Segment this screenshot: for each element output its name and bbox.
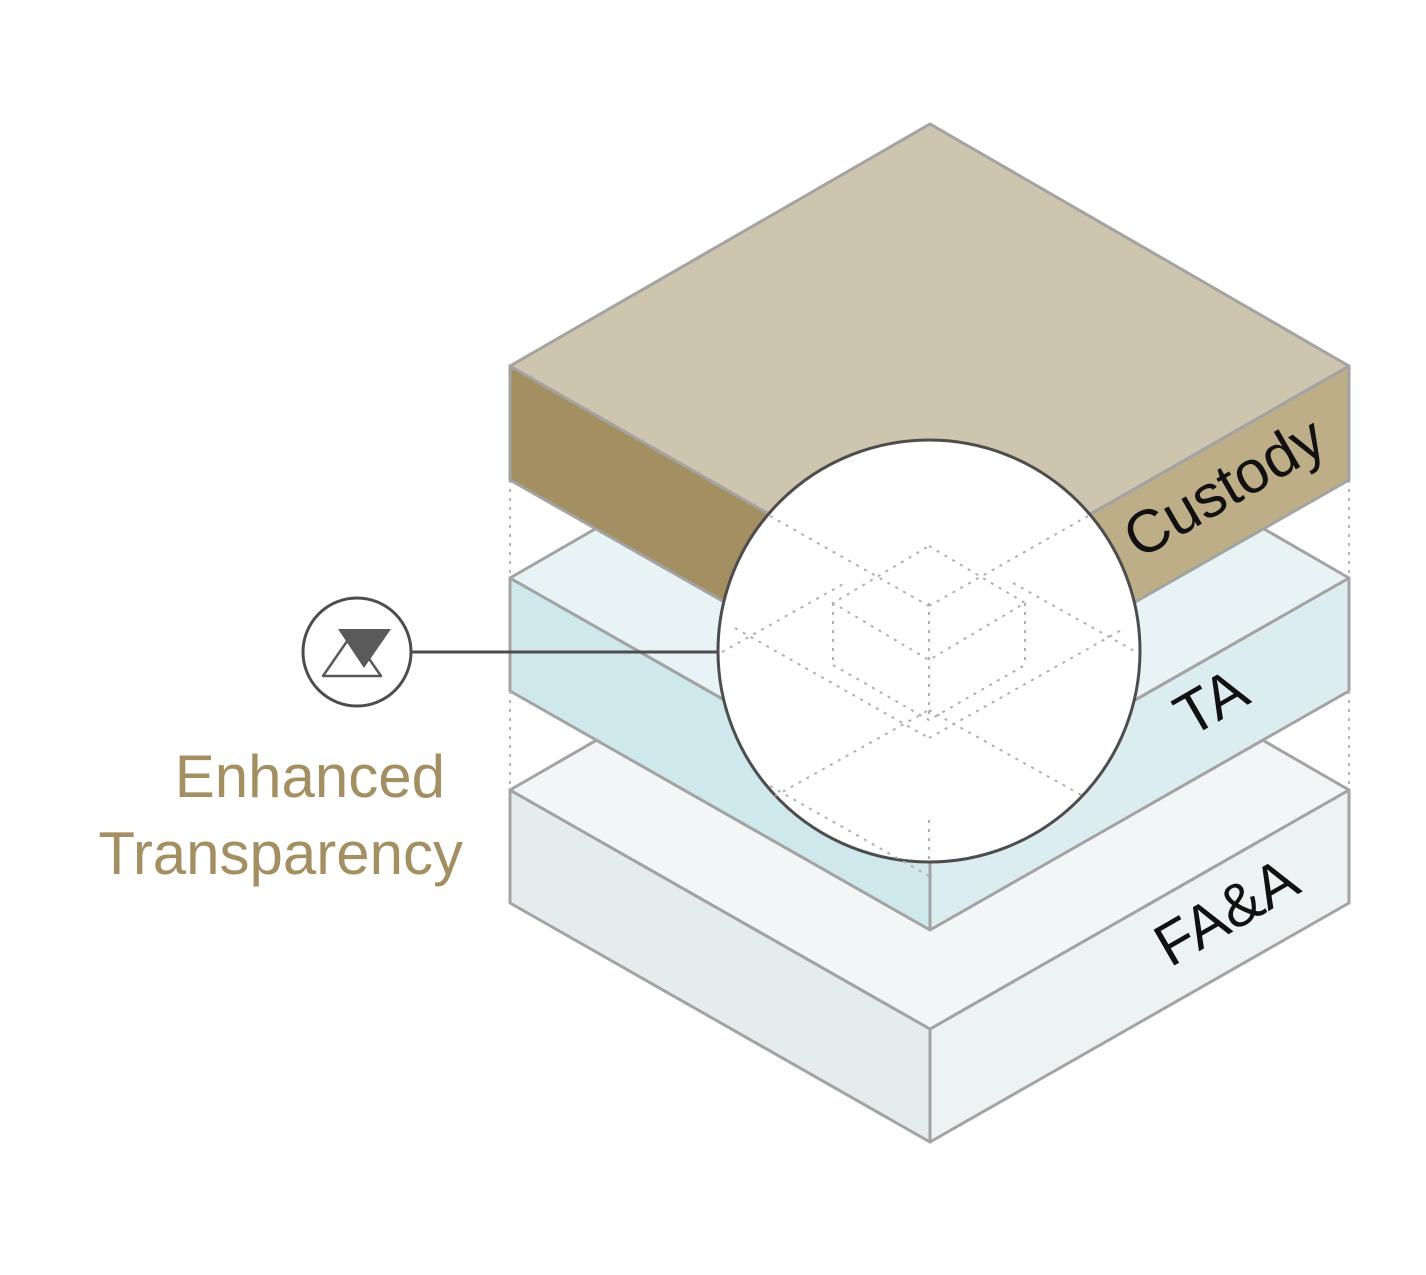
callout-title-line1: Enhanced <box>175 743 445 810</box>
dotted-guides <box>509 480 1350 790</box>
delta-triangle-logo-icon <box>301 596 413 708</box>
magnifier-lens <box>716 438 1142 877</box>
callout-title-line2: Transparency <box>98 820 463 887</box>
inner-dotted-structure <box>721 515 1137 877</box>
